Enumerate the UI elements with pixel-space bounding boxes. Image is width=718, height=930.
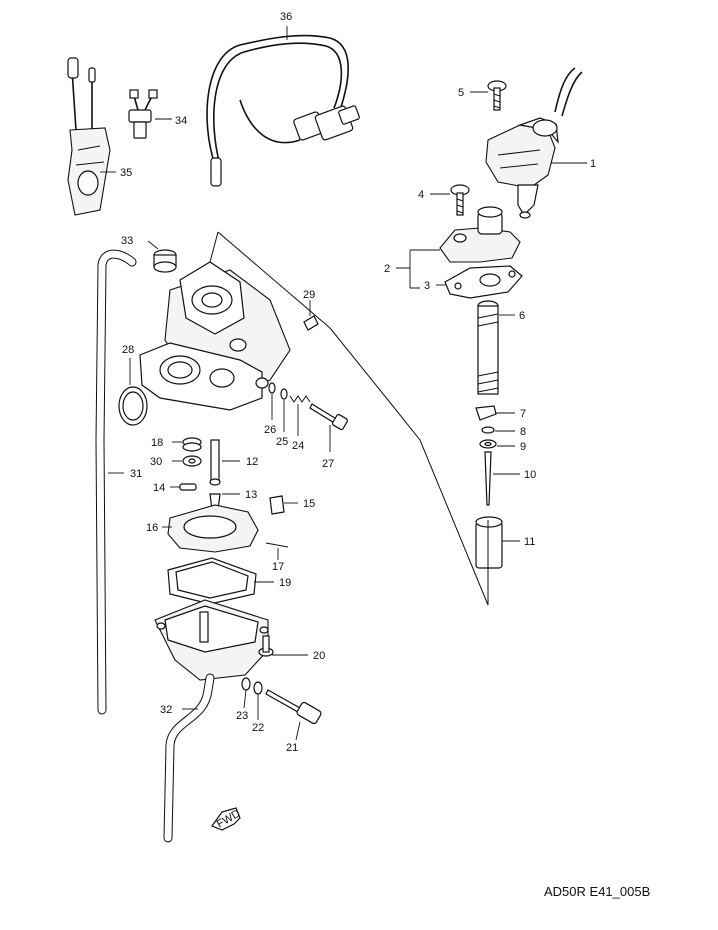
callout-11: 11: [524, 536, 535, 548]
part-32-hose: [163, 673, 215, 843]
part-11-throttle-valve: [475, 516, 503, 569]
callout-10: 10: [524, 469, 536, 481]
callout-22: 22: [252, 722, 264, 734]
callout-34: 34: [175, 115, 187, 127]
callout-7: 7: [520, 408, 526, 420]
part-5-screw: [487, 80, 507, 111]
part-9-washer: [479, 439, 497, 449]
callout-18: 18: [151, 437, 163, 449]
part-31-hose: [95, 249, 137, 715]
part-4-screw: [450, 184, 470, 216]
part-30-nut: [182, 455, 202, 467]
part-3-gasket: [444, 265, 523, 299]
callout-36: 36: [280, 11, 292, 23]
callout-16: 16: [146, 522, 158, 534]
callout-31: 31: [130, 468, 142, 480]
part-10-jet-needle: [484, 451, 492, 506]
callout-32: 32: [160, 704, 172, 716]
float-chamber: [154, 599, 269, 681]
carburetor-body: [139, 231, 291, 411]
callout-15: 15: [303, 498, 315, 510]
callout-26: 26: [264, 424, 276, 436]
part-1-sensor-assembly: [485, 67, 583, 219]
part-6-spring: [477, 300, 499, 395]
part-36-wire-harness: [206, 34, 360, 187]
part-18-spring: [182, 437, 202, 452]
callouts: 36 34 35 5 1 4 2 3 6 7 8 9 10 11 33 29 2…: [120, 11, 596, 754]
callout-14: 14: [153, 482, 165, 494]
part-19-gasket: [167, 557, 257, 605]
part-25-washer: [280, 388, 288, 400]
part-34-sensor: [128, 89, 158, 139]
part-24-spring: [289, 395, 311, 403]
callout-23: 23: [236, 710, 248, 722]
part-35-bracket: [67, 57, 111, 216]
callout-21: 21: [286, 742, 298, 754]
callout-8: 8: [520, 426, 526, 438]
part-22-o-ring: [253, 681, 263, 695]
part-21-drain-screw: [265, 689, 322, 725]
reference-code: AD50R E41_005B: [544, 884, 650, 899]
callout-6: 6: [519, 310, 525, 322]
part-12-main-jet: [209, 439, 221, 486]
callout-5: 5: [458, 87, 464, 99]
part-14-pin: [179, 483, 197, 491]
part-7-clip: [475, 405, 497, 421]
part-26-o-ring: [268, 382, 276, 394]
part-28-o-ring: [118, 386, 148, 426]
part-17-float-pin: [265, 542, 289, 548]
callout-24: 24: [292, 440, 304, 452]
part-23-o-ring: [241, 677, 251, 691]
callout-30: 30: [150, 456, 162, 468]
callout-4: 4: [418, 189, 424, 201]
part-20-screw: [258, 635, 274, 657]
callout-9: 9: [520, 441, 526, 453]
part-8-clip: [481, 426, 495, 434]
callout-3: 3: [424, 280, 430, 292]
part-16-float: [167, 504, 259, 553]
leader-lines: [100, 26, 587, 741]
part-27-pilot-screw: [309, 403, 349, 431]
part-29-screw: [303, 315, 319, 331]
callout-2: 2: [384, 263, 390, 275]
callout-35: 35: [120, 167, 132, 179]
callout-33: 33: [121, 235, 133, 247]
part-15-jet: [269, 495, 285, 515]
callout-17: 17: [272, 561, 284, 573]
callout-29: 29: [303, 289, 315, 301]
assembly-guide-lines: [217, 231, 489, 606]
callout-25: 25: [276, 436, 288, 448]
callout-12: 12: [246, 456, 258, 468]
callout-27: 27: [322, 458, 334, 470]
part-2-holder: [439, 206, 521, 263]
callout-19: 19: [279, 577, 291, 589]
fwd-arrow: FWD: [211, 807, 242, 831]
callout-1: 1: [590, 158, 596, 170]
callout-13: 13: [245, 489, 257, 501]
callout-20: 20: [313, 650, 325, 662]
part-33-cap: [153, 249, 177, 273]
callout-28: 28: [122, 344, 134, 356]
